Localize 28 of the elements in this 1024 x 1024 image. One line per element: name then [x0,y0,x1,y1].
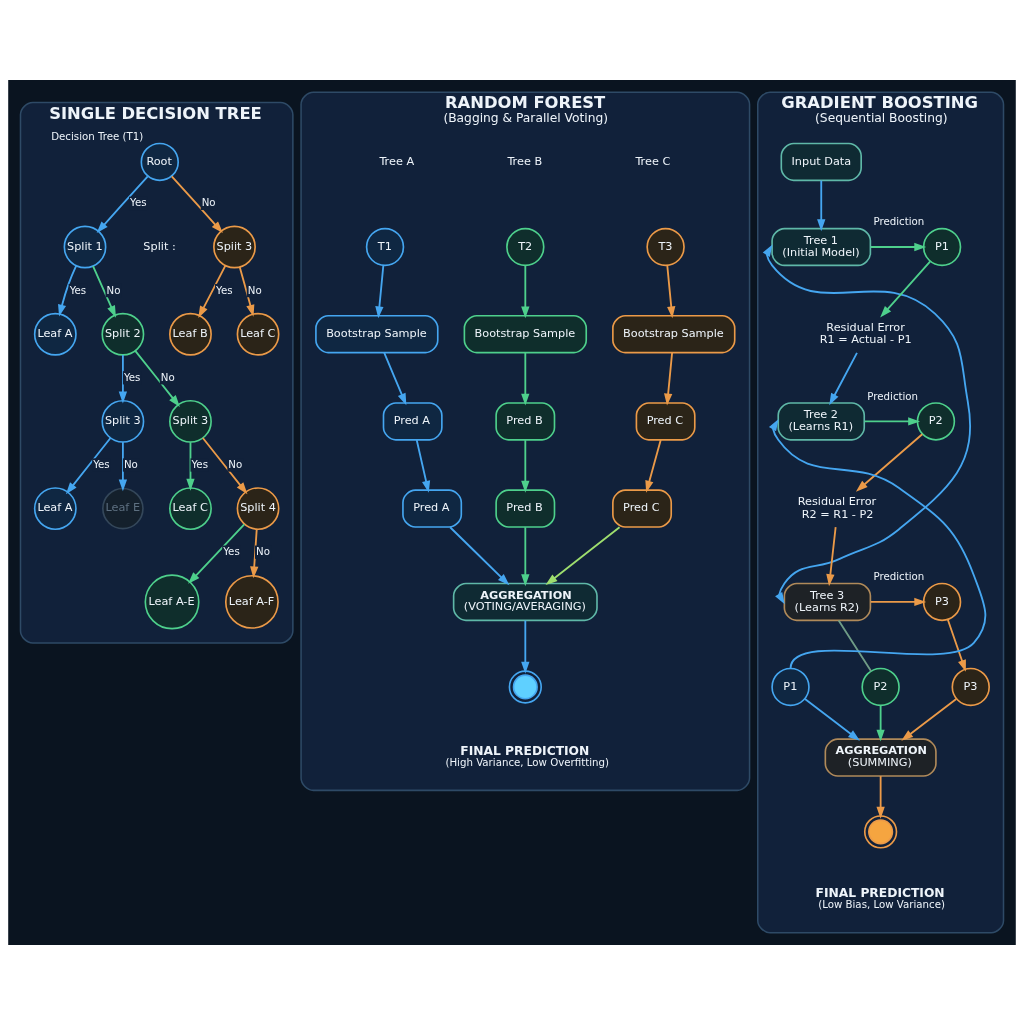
edge-label: No [247,284,262,296]
edge-label: Yes [123,371,141,383]
edge-label: Yes [130,196,147,208]
node-label: FINAL PREDICTION [460,743,590,758]
node-label: Prediction [873,570,925,582]
edge-label: No [123,458,138,470]
edge-label: No [160,371,175,383]
edge-label: Yes [191,458,208,470]
edge-label: Yes [216,284,233,296]
label: Split : [143,239,176,253]
node-label: (High Variance, Low Overfitting) [445,756,609,768]
label: Tree A [379,154,415,168]
node-label: Decision Tree (T1) [51,130,144,142]
edge-label: No [106,284,121,296]
node-label: Prediction [867,390,919,402]
node-text: Residual Error R1 = Actual - P1 [819,320,912,346]
label: Tree C [635,154,671,168]
node-label: (Low Bias, Low Variance) [818,898,945,910]
node-text: Residual Error R2 = R1 - P2 [797,494,877,521]
edge-label: Yes [69,284,87,296]
node-label: Prediction [873,215,925,227]
edge-label: No [256,545,270,557]
edge-label: No [228,458,243,470]
edge-label: No [201,196,216,208]
label: Tree B [507,154,543,168]
edge-label: Yes [223,545,240,557]
node-label: FINAL PREDICTION [815,885,945,900]
edge-label: Yes [93,458,110,470]
